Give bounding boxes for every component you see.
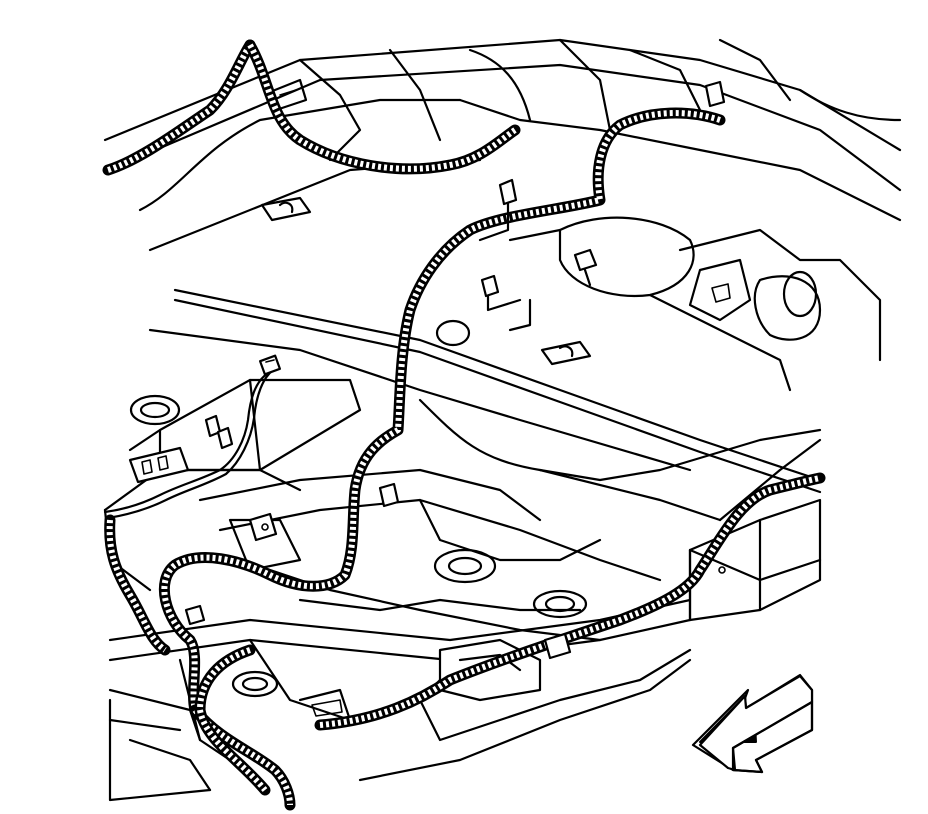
harness-clips [184, 80, 726, 660]
harness-branch [103, 366, 278, 520]
front-direction-arrow-icon [691, 673, 814, 774]
wiring-harness [102, 39, 826, 811]
body-plugs [128, 78, 818, 698]
harness-connector [258, 354, 282, 376]
